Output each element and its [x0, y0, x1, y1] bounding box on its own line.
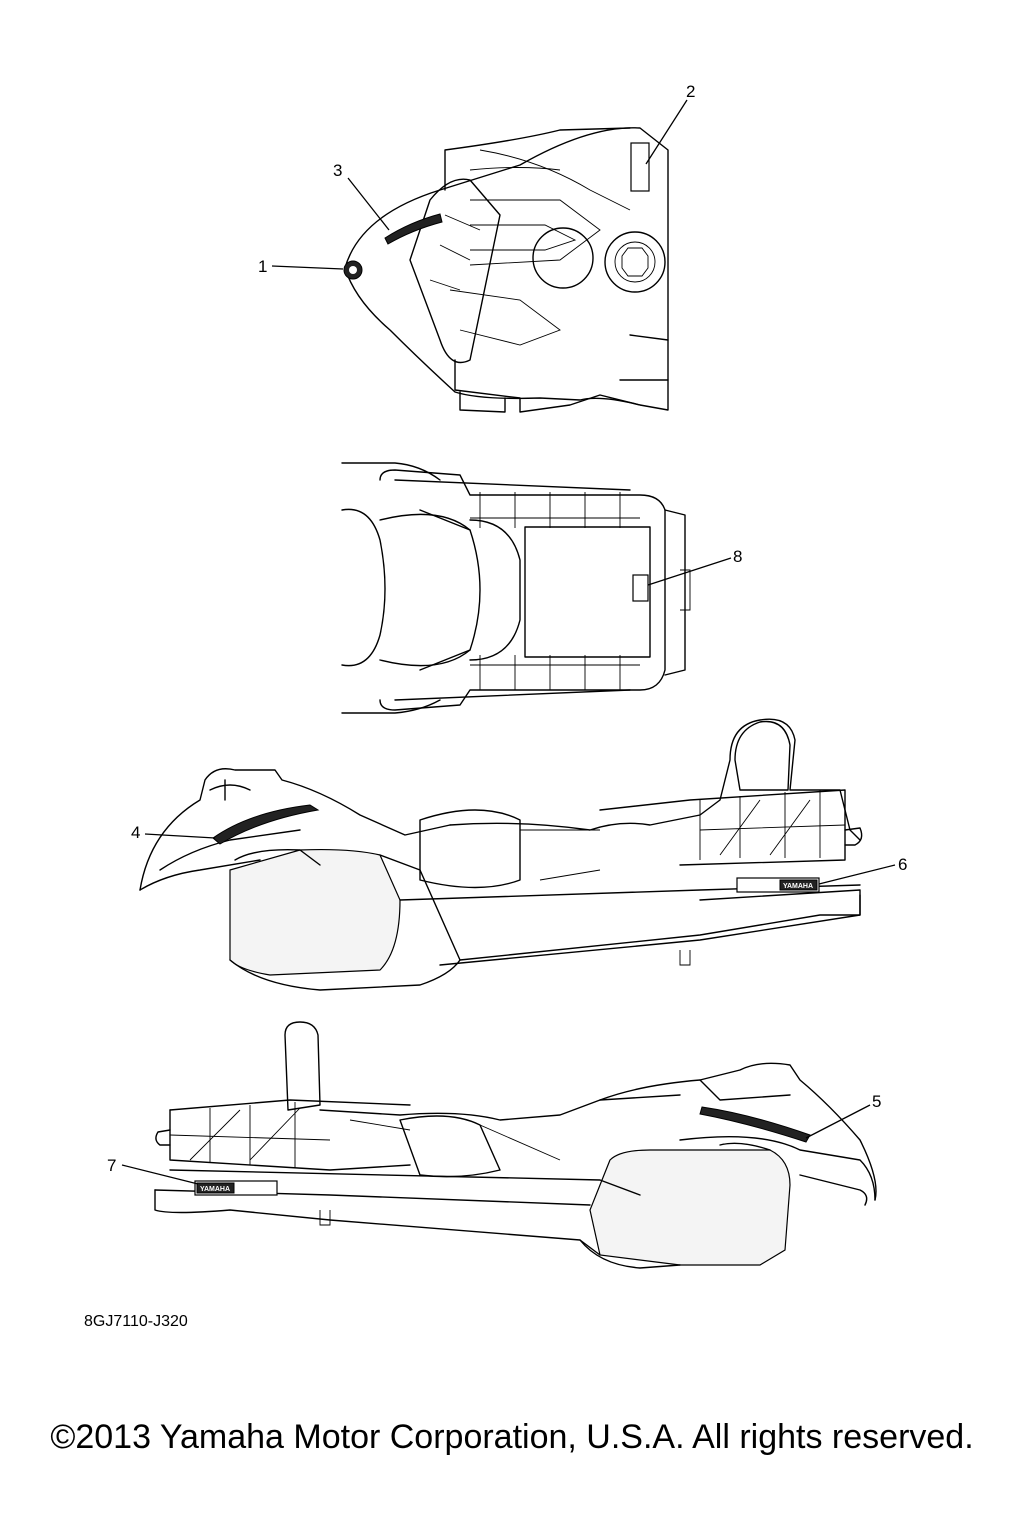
- part-number: 8GJ7110-J320: [84, 1313, 188, 1330]
- callout-1: 1: [258, 257, 268, 276]
- front-view-cowl: [271, 99, 688, 413]
- left-side-view: YAMAHA: [121, 1021, 877, 1269]
- copyright-notice: ©2013 Yamaha Motor Corporation, U.S.A. A…: [50, 1418, 974, 1456]
- right-side-view: YAMAHA: [139, 718, 896, 991]
- decal-brand-7: YAMAHA: [200, 1186, 230, 1193]
- callout-3: 3: [333, 161, 343, 180]
- decal-brand-6: YAMAHA: [783, 883, 813, 890]
- top-view-rear-rack: [341, 462, 732, 714]
- callout-6: 6: [898, 855, 908, 874]
- callout-5: 5: [872, 1092, 882, 1111]
- callout-7: 7: [107, 1156, 117, 1175]
- callout-4: 4: [131, 823, 141, 842]
- callout-8: 8: [733, 547, 743, 566]
- callout-2: 2: [686, 82, 696, 101]
